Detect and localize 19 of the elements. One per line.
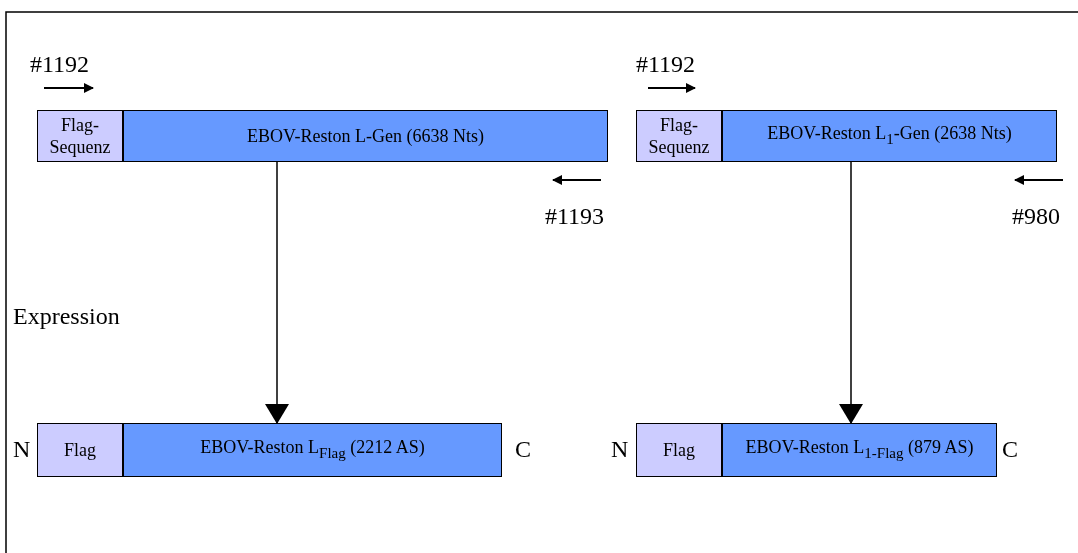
terminus-label: C [1002, 435, 1018, 463]
gene-segment-box: EBOV-Reston L$_{1}$-Gen (2638 Nts) [722, 110, 1057, 162]
tag-segment-box: Flag-Sequenz [37, 110, 123, 162]
arrow [265, 161, 289, 424]
gene-segment-box: EBOV-Reston L$_{1-Flag}$ (879 AS) [722, 423, 997, 477]
terminus-label: N [13, 435, 31, 463]
terminus-label: N [611, 435, 629, 463]
primer-label: #1193 [545, 202, 605, 230]
primer-label: #980 [1012, 202, 1060, 230]
terminus-label: C [515, 435, 531, 463]
tag-segment-box: Flag-Sequenz [636, 110, 722, 162]
gene-segment-box: EBOV-Reston L-Gen (6638 Nts) [123, 110, 608, 162]
primer-label: #1192 [636, 50, 696, 78]
step-label: Expression [13, 302, 120, 330]
arrow [839, 161, 863, 424]
gene-segment-box: EBOV-Reston L$_{Flag}$ (2212 AS) [123, 423, 502, 477]
primer-label: #1192 [30, 50, 90, 78]
tag-segment-box: Flag [37, 423, 123, 477]
tag-segment-box: Flag [636, 423, 722, 477]
